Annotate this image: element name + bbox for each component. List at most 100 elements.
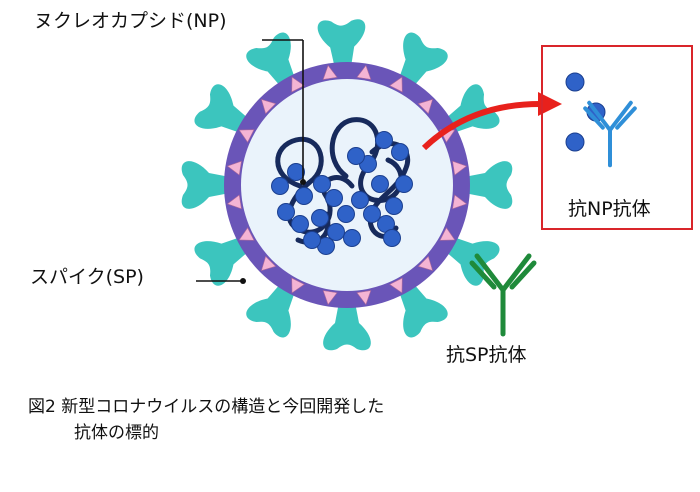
antibody-arm (474, 253, 506, 293)
np-protein (291, 215, 309, 233)
np-protein (347, 147, 365, 165)
membrane-protein (322, 290, 338, 306)
membrane-protein-shape (322, 64, 338, 80)
membrane-protein (238, 227, 255, 241)
np-protein (385, 197, 403, 215)
nucleocapsid-label: ヌクレオカプシド(NP) (34, 10, 227, 32)
np-protein (375, 131, 393, 149)
arrow-icon (421, 101, 541, 151)
np-protein (277, 203, 295, 221)
membrane-protein (417, 255, 434, 272)
membrane-protein-shape (389, 76, 403, 93)
spike-head (396, 278, 448, 338)
membrane-protein-shape (356, 290, 372, 306)
released-np-proteins (565, 72, 606, 152)
spike-protein (181, 161, 235, 209)
membrane-protein (389, 76, 403, 93)
membrane-protein-shape (291, 277, 305, 294)
spike-head (246, 278, 298, 338)
membrane-protein (417, 98, 434, 115)
membrane-protein (291, 76, 305, 93)
np-protein (327, 223, 345, 241)
membrane-protein (226, 194, 242, 210)
nucleocapsid-proteins (271, 131, 413, 255)
membrane-protein (226, 160, 242, 176)
spike-proteins (181, 19, 513, 351)
spike-protein (317, 19, 366, 74)
spike-head (194, 84, 254, 136)
membrane-protein-shape (389, 277, 403, 294)
membrane-protein-shape (260, 255, 277, 272)
antibody-icon (583, 100, 637, 168)
membrane-protein-shape (238, 227, 255, 241)
membrane-protein (238, 129, 255, 143)
spike-protein (194, 84, 254, 136)
np-protein (311, 209, 329, 227)
np-protein (271, 177, 289, 195)
spike-protein (396, 278, 448, 338)
np-protein (287, 163, 305, 181)
caption-line: 図2 新型コロナウイルスの構造と今回開発した (28, 397, 385, 417)
spike-head (396, 32, 448, 92)
np-protein (351, 191, 369, 209)
membrane-protein (452, 160, 468, 176)
spike-head (246, 32, 298, 92)
spike-protein (323, 297, 371, 351)
np-protein (303, 231, 321, 249)
membrane-protein (389, 277, 403, 294)
membrane-protein (260, 98, 277, 115)
np-protein (565, 132, 585, 152)
anti-sp-antibody-label: 抗SP抗体 (446, 344, 527, 366)
antibody-arm (509, 260, 537, 290)
sp-pointer-dot (240, 278, 246, 284)
spike-head (317, 19, 366, 74)
antibody-icon (469, 253, 537, 337)
np-pointer-dot (300, 179, 306, 185)
spike-protein (396, 32, 448, 92)
antibody-arm (607, 100, 633, 133)
membrane-protein (356, 64, 372, 80)
membrane-proteins (226, 64, 468, 306)
antibody-arm (587, 100, 613, 133)
np-protein (325, 189, 343, 207)
np-protein (343, 229, 361, 247)
membrane-protein-shape (417, 255, 434, 272)
spike-label: スパイク(SP) (30, 266, 144, 288)
membrane-protein-shape (452, 160, 468, 176)
membrane-protein (356, 290, 372, 306)
spike-protein (459, 161, 513, 209)
np-protein (313, 175, 331, 193)
membrane-protein-shape (356, 64, 372, 80)
membrane-protein-shape (452, 194, 468, 210)
np-protein (383, 229, 401, 247)
membrane-protein-shape (322, 290, 338, 306)
membrane-protein-shape (226, 194, 242, 210)
antibody-arm (615, 106, 637, 130)
anti-np-antibody-label: 抗NP抗体 (568, 198, 651, 220)
np-protein (363, 205, 381, 223)
antibody-arm (583, 106, 605, 130)
caption-line: 抗体の標的 (74, 423, 159, 443)
rna-strand (275, 136, 355, 235)
membrane-protein-shape (238, 129, 255, 143)
spike-head (440, 234, 500, 286)
membrane-protein (291, 277, 305, 294)
np-protein (337, 205, 355, 223)
np-protein (295, 187, 313, 205)
membrane-protein-shape (226, 160, 242, 176)
spike-head (194, 234, 254, 286)
membrane-protein-shape (439, 227, 456, 241)
membrane-protein (452, 194, 468, 210)
anti-np-box (541, 45, 693, 230)
antibody-arm (500, 253, 532, 293)
spike-protein (246, 278, 298, 338)
spike-head (181, 161, 235, 209)
np-protein (395, 175, 413, 193)
antibody-arm (469, 260, 497, 290)
spike-protein (194, 234, 254, 286)
membrane-protein (260, 255, 277, 272)
spike-protein (440, 234, 500, 286)
membrane-protein (322, 64, 338, 80)
